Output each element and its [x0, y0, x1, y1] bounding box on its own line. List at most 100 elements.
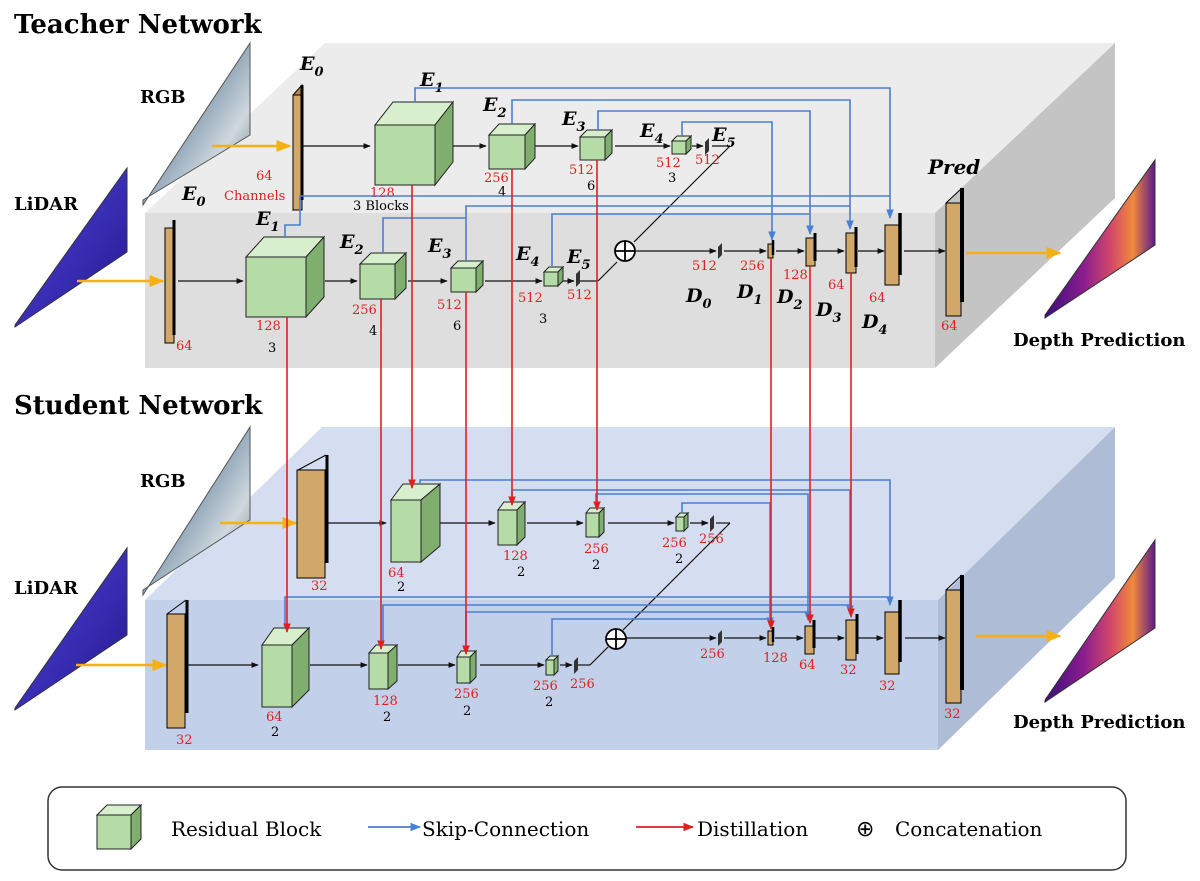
student-lidar-e0-plate: [166, 599, 189, 729]
teacher-d3-plate: [845, 227, 858, 274]
teacher-d0-sub: 0: [702, 297, 711, 312]
teacher-rgb-label: RGB: [140, 87, 186, 108]
student-rgb-e0-plate: [296, 454, 329, 579]
student-d3-plate: [845, 614, 859, 661]
student-rgb-labels: 32 64 2 128 2 256 2 256 2 256: [311, 532, 724, 595]
teacher-rgb-e0-sub: 0: [314, 65, 323, 80]
teacher-rgb-e0-name: E: [299, 53, 315, 75]
student-d2-ch: 64: [799, 658, 816, 673]
student-d2-plate: [804, 620, 816, 655]
teacher-lidar-e4-block: [542, 265, 565, 288]
student-d4-ch: 32: [879, 679, 896, 694]
student-rgb-e5-plate: [710, 515, 714, 532]
student-rgb-stream: [296, 454, 731, 631]
teacher-d1-name: D: [736, 281, 754, 303]
teacher-lidar-e5-ch: 512: [567, 288, 592, 303]
student-lidar-e2-ch: 128: [373, 694, 398, 709]
teacher-rgb-e3-ch: 512: [569, 163, 594, 178]
legend-skip-label: Skip-Connection: [422, 817, 589, 841]
teacher-rgb-e2-name: E: [482, 94, 498, 116]
teacher-d1-sub: 1: [753, 293, 762, 308]
student-lidar-labels: 32 64 2 128 2 256 2 256 2 256 256 128 64…: [176, 647, 961, 748]
student-rgb-e2-block: [497, 500, 527, 547]
student-rgb-e5-ch: 256: [699, 532, 724, 547]
distillation-links: [283, 160, 855, 655]
teacher-rgb-e3-name: E: [561, 108, 577, 130]
legend: Residual Block Skip-Connection Distillat…: [47, 786, 1127, 871]
student-lidar-e1-ch: 64: [266, 710, 283, 725]
teacher-lidar-label: LiDAR: [14, 194, 79, 215]
student-skip-connections: [284, 479, 894, 656]
teacher-d0-ch: 512: [692, 259, 717, 274]
teacher-lidar-e4-sub: 4: [530, 255, 539, 270]
teacher-d0-plate: [718, 243, 722, 259]
teacher-lidar-e0-name: E: [181, 183, 197, 205]
teacher-lidar-e4-name: E: [515, 243, 531, 265]
teacher-d4-name: D: [861, 311, 879, 333]
student-lidar-e3-blocks: 2: [463, 704, 471, 719]
legend-residual-icon: [95, 803, 143, 851]
teacher-d0-name: D: [685, 285, 703, 307]
teacher-d1-ch: 256: [740, 259, 765, 274]
student-rgb-label: RGB: [140, 471, 186, 492]
svg-text:E0: E0: [181, 183, 206, 210]
teacher-lidar-e0-ch: 64: [176, 339, 193, 354]
teacher-lidar-e4-ch: 512: [518, 291, 543, 306]
teacher-title: Teacher Network: [14, 10, 263, 40]
teacher-rgb-e5-sub: 5: [726, 136, 735, 151]
student-lidar-label: LiDAR: [14, 578, 79, 599]
teacher-rgb-e4-block: [670, 134, 693, 156]
student-pred-plate: [945, 574, 964, 704]
student-lidar-e4-block: [544, 654, 560, 677]
svg-text:E0: E0: [299, 53, 324, 80]
teacher-lidar-e4-blocks: 3: [539, 312, 547, 327]
teacher-rgb-e4-blocks: 3: [668, 171, 676, 186]
teacher-output-label: Depth Prediction: [1013, 330, 1185, 351]
teacher-lidar-e5-name: E: [566, 246, 582, 268]
student-concat-node: [605, 628, 627, 650]
teacher-rgb-e0-plate: [292, 83, 304, 212]
teacher-lidar-e1-name: E: [255, 208, 271, 230]
student-pred-ch: 32: [944, 707, 961, 722]
student-rgb-e0-ch: 32: [311, 579, 328, 594]
teacher-rgb-stream: [292, 83, 731, 243]
student-rgb-e3-block: [584, 506, 606, 539]
svg-text:E2: E2: [482, 94, 507, 121]
svg-text:E4: E4: [639, 120, 664, 147]
teacher-rgb-e1-ch: 128: [370, 186, 395, 201]
svg-text:D4: D4: [861, 311, 888, 338]
teacher-d2-name: D: [776, 286, 794, 308]
teacher-rgb-e1-blocks: 3 Blocks: [353, 199, 409, 214]
teacher-rgb-e4-sub: 4: [654, 132, 663, 147]
student-lidar-image: [14, 546, 128, 711]
teacher-rgb-e1-block: [373, 100, 455, 187]
teacher-d3-sub: 3: [832, 311, 841, 326]
teacher-d2-sub: 2: [792, 298, 802, 313]
svg-text:E5: E5: [566, 246, 591, 273]
student-d3-ch: 32: [840, 663, 857, 678]
svg-text:D0: D0: [685, 285, 712, 312]
student-rgb-e3-blocks: 2: [592, 558, 600, 573]
teacher-rgb-e2-blocks: 4: [498, 185, 506, 200]
student-d0-plate: [718, 630, 722, 646]
teacher-rgb-channels-word: Channels: [224, 189, 285, 204]
teacher-lidar-e2-ch: 256: [352, 303, 377, 318]
teacher-rgb-e2-ch: 256: [484, 171, 509, 186]
student-lidar-stream: [166, 574, 964, 729]
teacher-d4-plate: [884, 213, 902, 286]
teacher-rgb-e4-ch: 512: [656, 156, 681, 171]
svg-text:D1: D1: [736, 281, 763, 308]
student-lidar-e3-ch: 256: [454, 687, 479, 702]
teacher-lidar-e5-plate: [576, 270, 580, 287]
teacher-pred-plate: [945, 187, 964, 317]
teacher-d3-name: D: [815, 299, 833, 321]
teacher-lidar-e2-sub: 2: [353, 243, 363, 258]
svg-text:E4: E4: [515, 243, 540, 270]
student-lidar-e3-block: [456, 649, 478, 685]
student-d1-ch: 128: [763, 651, 788, 666]
teacher-lidar-e1-ch: 128: [256, 319, 281, 334]
teacher-rgb-e5-ch: 512: [695, 153, 720, 168]
teacher-d4-ch: 64: [869, 291, 886, 306]
teacher-rgb-e2-block: [487, 122, 537, 171]
teacher-rgb-e1-name: E: [419, 69, 435, 91]
